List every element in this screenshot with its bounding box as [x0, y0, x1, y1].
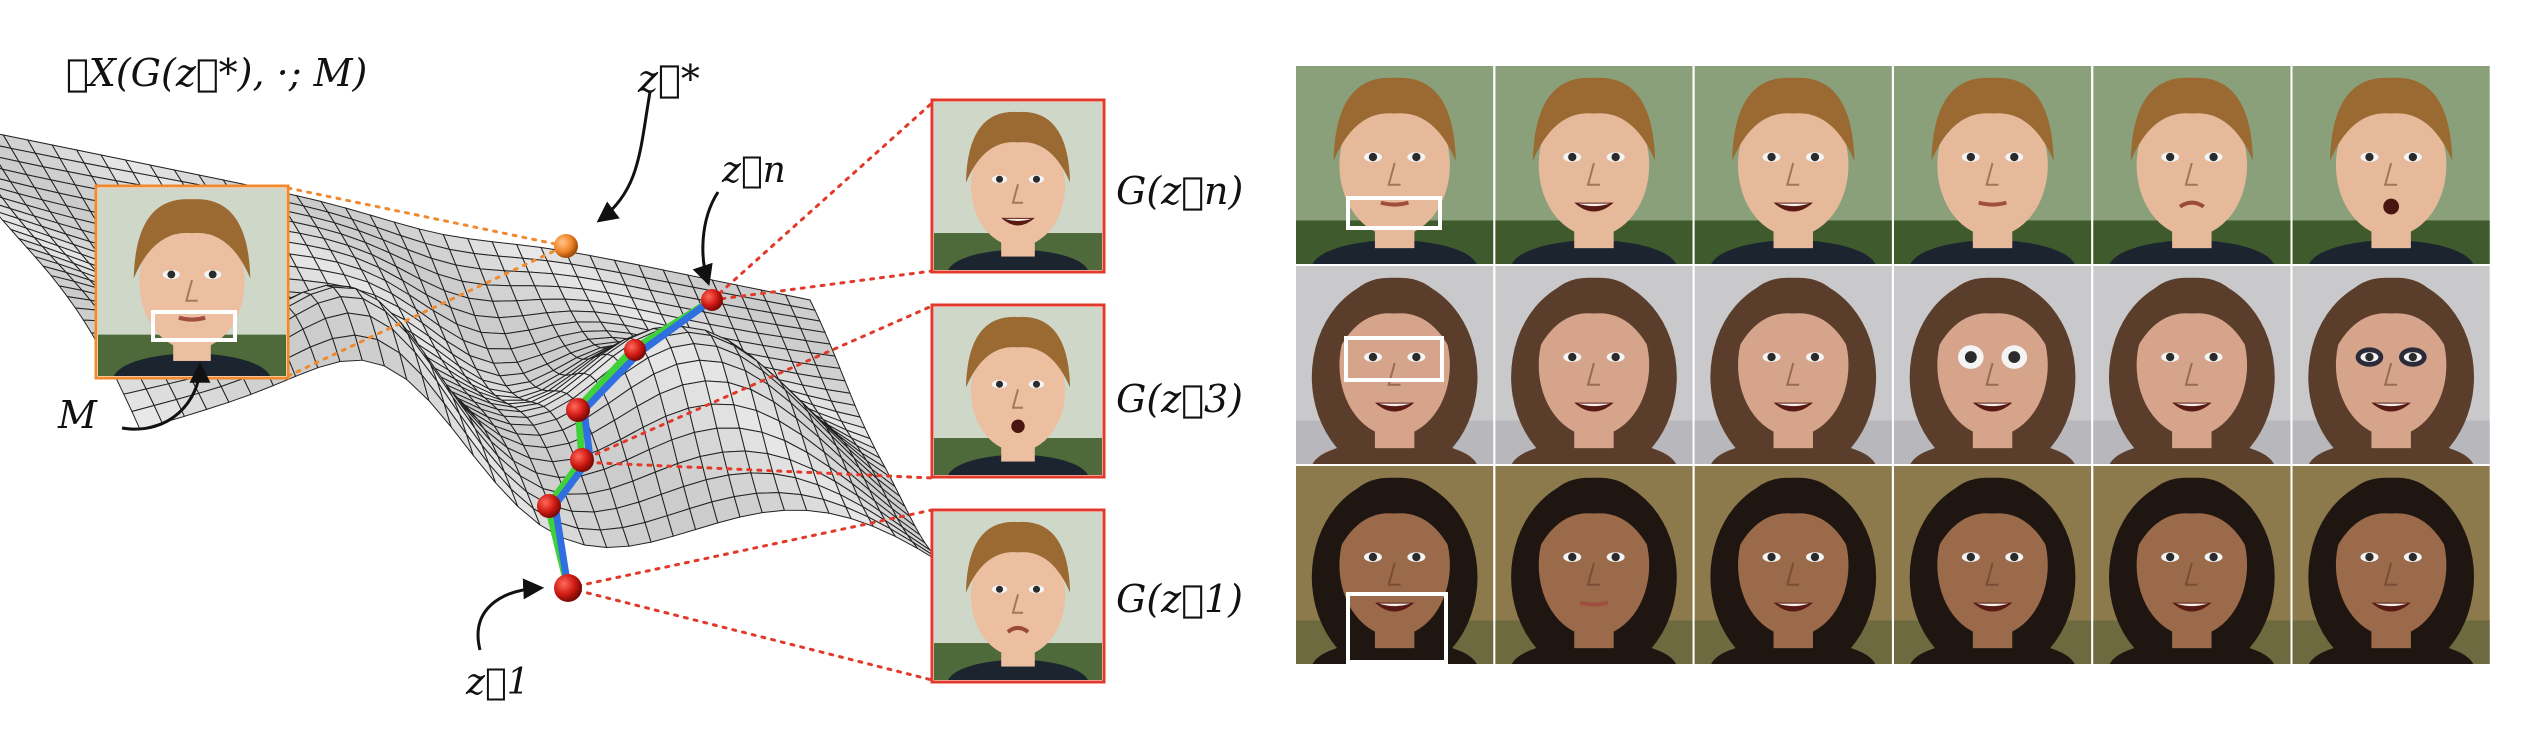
grid-face-woman-dark-hair	[1694, 466, 1892, 664]
path-point	[566, 398, 590, 422]
grid-face-child	[1296, 66, 1494, 264]
output-face-image	[934, 102, 1102, 270]
z-star-label: z⃗*	[637, 57, 700, 101]
mask-box	[1346, 196, 1442, 230]
output-label-1: G(z⃗1)	[1116, 577, 1243, 621]
grid-face-child	[1495, 66, 1693, 264]
grid-face-woman	[1495, 266, 1693, 464]
grid-face-child	[2292, 66, 2490, 264]
loss-label: ℒX(G(z⃗*), ·; M)	[66, 51, 367, 95]
grid-face-woman-dark-hair	[2093, 466, 2291, 664]
output-face-image	[934, 512, 1102, 680]
grid-face-woman	[2292, 266, 2490, 464]
dotted-connectors	[286, 101, 934, 682]
output-panel-n	[930, 98, 1106, 274]
mask-label: M	[57, 393, 98, 437]
output-label-3: G(z⃗3)	[1116, 377, 1243, 421]
output-face-image	[934, 307, 1102, 475]
z1-point	[554, 574, 582, 602]
output-panel-1	[930, 508, 1106, 684]
output-face-image	[934, 102, 1102, 270]
grid-face-woman	[1694, 266, 1892, 464]
path-points	[537, 234, 723, 602]
input-face-panel	[94, 184, 290, 380]
child-face-image	[98, 188, 286, 376]
grid-face-woman-dark-hair	[1893, 466, 2092, 664]
mask-box	[1346, 592, 1448, 664]
output-face-image	[934, 512, 1102, 680]
mask-box	[151, 310, 237, 342]
grid-face-woman-dark-hair	[1495, 466, 1693, 664]
annotation-arrows	[121, 91, 720, 651]
mask-box	[1344, 336, 1444, 382]
face-grid	[1296, 66, 2490, 664]
grid-face-woman-dark-hair	[1296, 466, 1494, 664]
path-point	[537, 494, 561, 518]
optimization-path	[544, 296, 716, 592]
output-label-n: G(z⃗n)	[1116, 169, 1243, 213]
grid-face-child	[1694, 66, 1892, 264]
output-panel-3	[930, 303, 1106, 479]
grid-face-child	[2093, 66, 2291, 264]
output-face-image	[934, 307, 1102, 475]
grid-face-woman	[2093, 266, 2291, 464]
zn-point	[701, 289, 723, 311]
grid-face-woman	[1296, 266, 1494, 464]
grid-face-woman	[1893, 266, 2092, 464]
child-face-image	[98, 188, 286, 376]
z-1-label: z⃗1	[465, 662, 529, 703]
z3-point	[570, 448, 594, 472]
grid-face-woman-dark-hair	[2292, 466, 2490, 664]
z-n-label: z⃗n	[721, 150, 786, 191]
grid-face-child	[1893, 66, 2092, 264]
z-star-point	[554, 234, 578, 258]
path-point	[624, 339, 646, 361]
